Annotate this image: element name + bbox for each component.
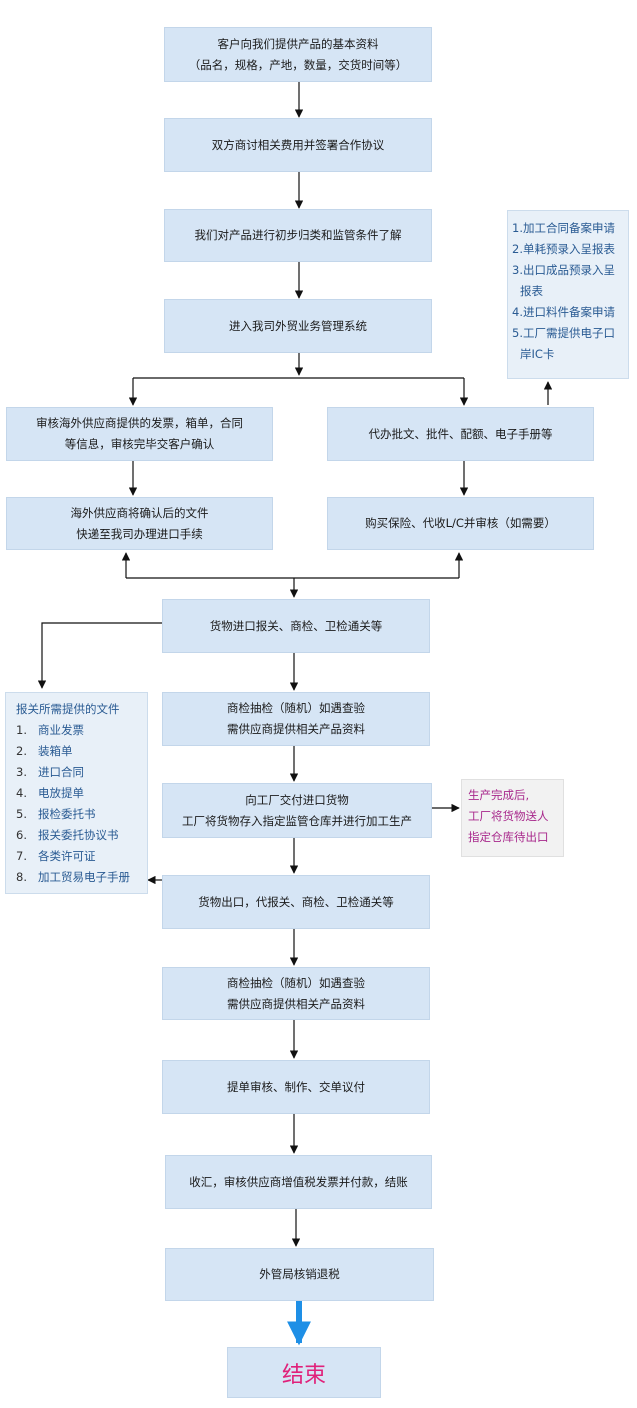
end-box: 结束 xyxy=(227,1347,381,1398)
step-text-line: 客户向我们提供产品的基本资料 xyxy=(217,36,379,51)
doc-item-text: 装箱单 xyxy=(38,744,73,758)
step-text-line: 我们对产品进行初步归类和监管条件了解 xyxy=(194,228,402,242)
end-label: 结束 xyxy=(281,1362,326,1388)
doc-item-num: 7. xyxy=(16,849,27,863)
step-text-line: 提单审核、制作、交单议付 xyxy=(227,1079,365,1094)
step-text-line: 进入我司外贸业务管理系统 xyxy=(229,318,367,333)
step-bill-of-lading: 提单审核、制作、交单议付 xyxy=(162,1060,430,1114)
step-text-line: 需供应商提供相关产品资料 xyxy=(227,996,365,1011)
doc-item-text: 加工贸易电子手册 xyxy=(38,870,130,884)
notes-right: 1.加工合同备案申请 2.单耗预录入呈报表 3.出口成品预录入呈报表 4.进口料… xyxy=(507,210,629,379)
doc-item: 5. 报检委托书 xyxy=(16,804,141,825)
step-text-line: 工厂将货物存入指定监管仓库并进行加工生产 xyxy=(182,813,412,828)
doc-item-num: 5. xyxy=(16,807,27,821)
step-deliver-to-factory: 向工厂交付进口货物 工厂将货物存入指定监管仓库并进行加工生产 xyxy=(162,783,432,838)
step-insurance-lc: 购买保险、代收L/C并审核（如需要） xyxy=(327,497,594,550)
step-collect-payment: 收汇，审核供应商增值税发票并付款，结账 xyxy=(165,1155,432,1209)
doc-item-num: 3. xyxy=(16,765,27,779)
step-text-line: 购买保险、代收L/C并审核（如需要） xyxy=(365,516,556,530)
note-line: 工厂将货物送人 xyxy=(468,809,549,823)
doc-item-text: 各类许可证 xyxy=(38,849,96,863)
doc-item-num: 6. xyxy=(16,828,27,842)
step-enter-system: 进入我司外贸业务管理系统 xyxy=(164,299,432,353)
doc-item: 1. 商业发票 xyxy=(16,720,141,741)
production-complete-note: 生产完成后, 工厂将货物送人 指定仓库待出口 xyxy=(461,779,564,857)
step-permits-quotas: 代办批文、批件、配额、电子手册等 xyxy=(327,407,594,461)
step-text-line: 海外供应商将确认后的文件 xyxy=(70,505,209,520)
step-text-line: 向工厂交付进口货物 xyxy=(245,792,349,807)
step-text-line: 外管局核销退税 xyxy=(259,1267,340,1281)
note-item: 4.进口料件备案申请 xyxy=(512,305,615,319)
step-text-line: （品名，规格，产地，数量，交货时间等） xyxy=(188,57,408,72)
step-review-supplier-docs: 审核海外供应商提供的发票，箱单，合同 等信息，审核完毕交客户确认 xyxy=(6,407,273,461)
doc-item: 4. 电放提单 xyxy=(16,783,141,804)
step-text-line: 货物进口报关、商检、卫检通关等 xyxy=(209,618,383,633)
step-text-line: 审核海外供应商提供的发票，箱单，合同 xyxy=(36,416,243,430)
doc-item: 6. 报关委托协议书 xyxy=(16,825,141,846)
doc-item-text: 电放提单 xyxy=(38,786,84,800)
step-negotiate-sign: 双方商讨相关费用并签署合作协议 xyxy=(164,118,432,172)
notes-left-title: 报关所需提供的文件 xyxy=(16,702,120,716)
doc-item: 2. 装箱单 xyxy=(16,741,141,762)
doc-item: 7. 各类许可证 xyxy=(16,846,141,867)
doc-item-num: 1. xyxy=(16,723,27,737)
note-line: 生产完成后, xyxy=(468,788,530,802)
step-inspection-import: 商检抽检（随机）如遇查验 需供应商提供相关产品资料 xyxy=(162,692,430,746)
step-tax-refund: 外管局核销退税 xyxy=(165,1248,434,1301)
doc-item-text: 报检委托书 xyxy=(38,807,96,821)
note-item: 1.加工合同备案申请 xyxy=(512,221,615,235)
note-item: 3.出口成品预录入呈报表 xyxy=(512,263,615,298)
arrow-s5-notes xyxy=(37,622,162,689)
note-line: 指定仓库待出口 xyxy=(468,830,549,844)
step-import-customs: 货物进口报关、商检、卫检通关等 xyxy=(162,599,430,653)
note-item: 5.工厂需提供电子口岸IC卡 xyxy=(512,326,615,361)
step-text-line: 商检抽检（随机）如遇查验 xyxy=(227,975,365,990)
step-inspection-export: 商检抽检（随机）如遇查验 需供应商提供相关产品资料 xyxy=(162,967,430,1020)
doc-item-text: 报关委托协议书 xyxy=(38,828,119,842)
step-text-line: 代办批文、批件、配额、电子手册等 xyxy=(368,426,553,441)
step-text-line: 等信息，审核完毕交客户确认 xyxy=(64,437,215,451)
doc-item-num: 2. xyxy=(16,744,27,758)
doc-item: 3. 进口合同 xyxy=(16,762,141,783)
notes-left-customs-docs: 报关所需提供的文件 1. 商业发票 2. 装箱单 3. 进口合同 4. 电放提单 5. 报… xyxy=(5,692,148,894)
step-text-line: 快递至我司办理进口手续 xyxy=(76,526,203,541)
doc-item-text: 商业发票 xyxy=(38,723,84,737)
note-item: 2.单耗预录入呈报表 xyxy=(512,242,615,256)
step-text-line: 商检抽检（随机）如遇查验 xyxy=(227,701,365,715)
doc-item-num: 8. xyxy=(16,870,27,884)
step-text-line: 货物出口，代报关、商检、卫检通关等 xyxy=(198,894,394,909)
step-text-line: 双方商讨相关费用并签署合作协议 xyxy=(211,137,385,152)
step-customer-provide-info: 客户向我们提供产品的基本资料 （品名，规格，产地，数量，交货时间等） xyxy=(164,27,432,82)
doc-item-num: 4. xyxy=(16,786,27,800)
doc-item: 8. 加工贸易电子手册 xyxy=(16,867,141,888)
step-text-line: 需供应商提供相关产品资料 xyxy=(227,722,365,736)
doc-item-text: 进口合同 xyxy=(38,765,84,779)
step-export-customs: 货物出口，代报关、商检、卫检通关等 xyxy=(162,875,430,929)
step-classification: 我们对产品进行初步归类和监管条件了解 xyxy=(164,209,432,262)
step-courier-documents: 海外供应商将确认后的文件 快递至我司办理进口手续 xyxy=(6,497,273,550)
step-text-line: 收汇，审核供应商增值税发票并付款，结账 xyxy=(189,1174,408,1189)
